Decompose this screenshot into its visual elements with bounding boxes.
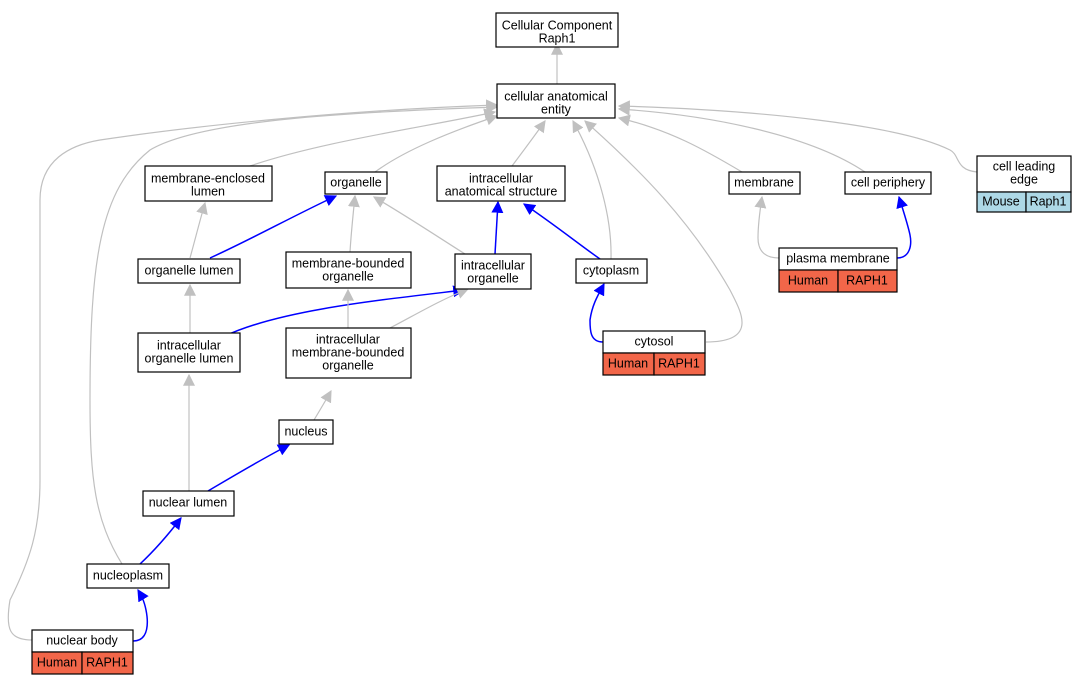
gene-cell-mouse bbox=[1025, 191, 1072, 213]
node-intracellular-organelle[interactable]: intracellular organelle bbox=[454, 253, 532, 290]
edge-nuclearbody-to-nucleoplasm bbox=[132, 588, 149, 642]
edge-mel-to-cae bbox=[249, 108, 497, 167]
node-nuclearbody-label: nuclear body bbox=[46, 633, 118, 647]
node-imbo-line-1: intracellular bbox=[316, 332, 380, 346]
node-pm-species: Human bbox=[788, 273, 828, 287]
node-nucleus-label: nucleus bbox=[284, 424, 327, 438]
edge-nuclearlumen-to-nucleus bbox=[207, 444, 291, 492]
node-ias-line-2: anatomical structure bbox=[445, 184, 558, 198]
edge-cle-to-cae bbox=[617, 100, 978, 173]
node-imbo-line-2: membrane-bounded bbox=[292, 345, 405, 359]
node-pm-gene: RAPH1 bbox=[846, 273, 888, 287]
edge-cytoplasm-to-cae bbox=[572, 119, 612, 260]
node-mbo-line-1: membrane-bounded bbox=[292, 256, 405, 270]
node-cytosol-gene: RAPH1 bbox=[658, 356, 700, 370]
node-organelle-label: organelle bbox=[330, 175, 381, 189]
node-cytosol-label: cytosol bbox=[635, 334, 674, 348]
node-cellper-label: cell periphery bbox=[851, 175, 926, 189]
edge-cytosol-to-cytoplasm bbox=[589, 282, 605, 343]
node-nucleus[interactable]: nucleus bbox=[278, 419, 334, 445]
node-cle-gene: Raph1 bbox=[1030, 194, 1067, 208]
edge-orglumen-to-organelle bbox=[209, 195, 338, 259]
edge-cytoplasm-to-ias bbox=[523, 203, 601, 260]
node-nuclearbody-gene: RAPH1 bbox=[86, 655, 128, 669]
node-root-line-1: Cellular Component bbox=[502, 18, 613, 32]
node-root[interactable]: Cellular Component Raph1 bbox=[495, 12, 619, 48]
node-membrane-enclosed-lumen[interactable]: membrane-enclosed lumen bbox=[144, 165, 273, 202]
node-nuclear-body[interactable]: nuclear body Human RAPH1 bbox=[31, 629, 134, 675]
node-nuclearbody-species: Human bbox=[37, 655, 77, 669]
node-cae-line-2: entity bbox=[541, 102, 572, 116]
node-cytosol-species: Human bbox=[608, 356, 648, 370]
node-orglumen-label: organelle lumen bbox=[145, 263, 234, 277]
node-membrane[interactable]: membrane bbox=[728, 171, 801, 195]
node-nucleoplasm[interactable]: nucleoplasm bbox=[86, 563, 170, 589]
node-cell-leading-edge[interactable]: cell leading edge Mouse Raph1 bbox=[976, 155, 1072, 213]
node-nuclearlumen-label: nuclear lumen bbox=[149, 495, 228, 509]
node-cle-species: Mouse bbox=[982, 194, 1020, 208]
node-root-line-2: Raph1 bbox=[539, 31, 576, 45]
node-cle-line-1: cell leading bbox=[993, 159, 1056, 173]
edge-iol-to-intraorg bbox=[224, 285, 466, 337]
node-nuclear-lumen[interactable]: nuclear lumen bbox=[142, 490, 235, 517]
edge-mbo-to-organelle bbox=[347, 194, 360, 253]
gene-cell-human bbox=[81, 651, 134, 675]
edge-imbo-to-intraorg bbox=[389, 287, 470, 329]
node-cellular-anatomical-entity[interactable]: cellular anatomical entity bbox=[496, 83, 616, 119]
edge-membrane-to-cae bbox=[617, 114, 743, 173]
node-mbo-line-2: organelle bbox=[322, 269, 373, 283]
edge-layer bbox=[7, 42, 978, 642]
edge-nuclearbody-to-cae bbox=[7, 99, 499, 641]
node-plasma-membrane[interactable]: plasma membrane Human RAPH1 bbox=[778, 247, 898, 293]
node-organelle-lumen[interactable]: organelle lumen bbox=[137, 258, 241, 284]
gene-cell-human bbox=[653, 352, 706, 376]
node-cytoplasm[interactable]: cytoplasm bbox=[575, 258, 648, 284]
edge-pm-to-cellper bbox=[896, 195, 912, 259]
node-organelle[interactable]: organelle bbox=[324, 171, 388, 195]
node-cytosol[interactable]: cytosol Human RAPH1 bbox=[602, 330, 706, 376]
edge-ias-to-cae bbox=[511, 120, 546, 167]
node-intracellular-membrane-bounded-organelle[interactable]: intracellular membrane-bounded organelle bbox=[285, 327, 412, 379]
node-layer: Cellular Component Raph1 cellular anatom… bbox=[31, 12, 1072, 675]
node-intracellular-anatomical-structure[interactable]: intracellular anatomical structure bbox=[436, 165, 566, 202]
edge-intraorg-to-organelle bbox=[372, 196, 466, 255]
edge-organelle-to-cae bbox=[374, 113, 499, 173]
node-cytoplasm-label: cytoplasm bbox=[583, 263, 639, 277]
node-ias-line-1: intracellular bbox=[469, 171, 533, 185]
node-intracellular-organelle-lumen[interactable]: intracellular organelle lumen bbox=[137, 332, 241, 373]
node-cle-line-2: edge bbox=[1010, 172, 1038, 186]
node-intraorg-line-1: intracellular bbox=[461, 258, 525, 272]
node-nucleoplasm-label: nucleoplasm bbox=[93, 568, 163, 582]
node-cell-periphery[interactable]: cell periphery bbox=[844, 171, 932, 195]
edge-cellper-to-cae bbox=[617, 103, 866, 173]
node-intraorg-line-2: organelle bbox=[467, 271, 518, 285]
node-mel-line-2: lumen bbox=[191, 184, 225, 198]
edge-nucleoplasm-to-nuclearlumen bbox=[139, 517, 182, 565]
node-mel-line-1: membrane-enclosed bbox=[151, 171, 265, 185]
edge-cytosol-to-cae bbox=[584, 120, 743, 343]
node-iol-line-2: organelle lumen bbox=[145, 351, 234, 365]
node-membrane-label: membrane bbox=[734, 175, 794, 189]
node-cae-line-1: cellular anatomical bbox=[504, 89, 608, 103]
edge-pm-to-membrane bbox=[754, 195, 780, 259]
gene-cell-human bbox=[837, 269, 898, 293]
node-iol-line-1: intracellular bbox=[157, 338, 221, 352]
node-pm-label: plasma membrane bbox=[786, 251, 890, 265]
node-imbo-line-3: organelle bbox=[322, 358, 373, 372]
node-membrane-bounded-organelle[interactable]: membrane-bounded organelle bbox=[285, 251, 412, 289]
edge-orglumen-to-mel bbox=[189, 201, 208, 259]
edge-nucleus-to-imbo bbox=[313, 389, 332, 421]
edge-nucleoplasm-to-cae bbox=[89, 101, 499, 565]
edge-intraorg-to-ias bbox=[491, 200, 504, 255]
